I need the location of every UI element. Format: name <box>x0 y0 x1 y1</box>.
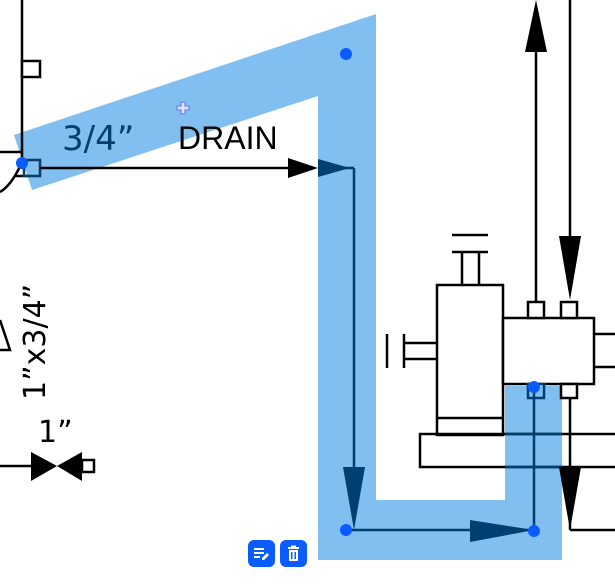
delete-button[interactable] <box>280 540 307 567</box>
handle-bottom-left[interactable] <box>340 524 352 536</box>
edit-button[interactable] <box>248 540 275 567</box>
up-arrow <box>525 0 547 52</box>
gate-valve <box>0 452 96 481</box>
drain-label: DRAIN <box>178 120 278 156</box>
base-plate-overlap <box>505 432 562 469</box>
right-pipes <box>534 0 572 302</box>
handle-start[interactable] <box>16 157 28 169</box>
selection-highlight[interactable] <box>14 14 562 560</box>
move-cursor-icon <box>176 101 190 115</box>
down-arrow-selected <box>343 467 365 530</box>
valve-size-label: 1” <box>38 415 73 450</box>
down-arrow-base <box>559 467 581 530</box>
handle-top-right[interactable] <box>340 48 352 60</box>
handle-bottom-right[interactable] <box>528 525 540 537</box>
drain-size-label: 3/4” <box>62 119 134 159</box>
selection-toolbar <box>248 540 307 567</box>
handle-end[interactable] <box>528 381 540 393</box>
drain-line <box>22 158 354 178</box>
trash-icon <box>288 545 299 561</box>
edit-text-icon <box>254 548 269 560</box>
reducer-symbol <box>0 319 12 352</box>
pump-assembly <box>385 233 615 532</box>
right-arrow-selected <box>470 520 534 542</box>
reducer-size-label: 1”x3/4” <box>18 284 53 400</box>
down-arrow-right <box>559 236 581 300</box>
selection-handles[interactable] <box>16 48 540 537</box>
